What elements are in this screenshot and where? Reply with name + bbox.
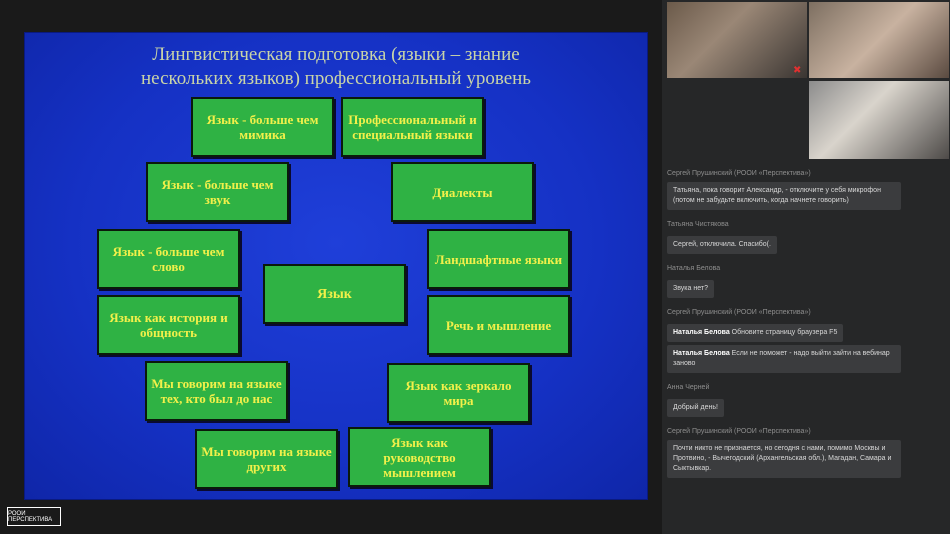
chat-author: Сергей Прушинский (РООИ «Перспектива») xyxy=(667,309,811,316)
reply-text: Если не поможет - надо выйти зайти на ве… xyxy=(673,350,890,367)
video-tile-3[interactable] xyxy=(809,81,949,159)
slide: Лингвистическая подготовка (языки – знан… xyxy=(24,32,648,500)
presentation-area: Лингвистическая подготовка (языки – знан… xyxy=(7,32,648,526)
slide-box-ancestors: Мы говорим на языке тех, кто был до нас xyxy=(145,361,288,421)
slide-box-landscape: Ландшафтные языки xyxy=(427,229,570,289)
chat-message: Сергей, отключила. Спасибо(. xyxy=(667,236,777,254)
chat-author: Анна Черней xyxy=(667,384,710,391)
slide-box-guide: Язык как руководство мышлением xyxy=(348,427,491,487)
slide-box-language: Язык xyxy=(263,264,406,324)
chat-author: Наталья Белова xyxy=(667,265,721,272)
mic-muted-icon: ✖ xyxy=(793,65,802,76)
slide-box-professional: Профессиональный и специальный языки xyxy=(341,97,484,157)
chat-message: Почти никто не признается, но сегодня с … xyxy=(667,440,901,478)
slide-box-mimic: Язык - больше чем мимика xyxy=(191,97,334,157)
slide-title: Лингвистическая подготовка (языки – знан… xyxy=(25,43,647,91)
reply-mention: Наталья Белова xyxy=(673,329,730,336)
chat-panel: Сергей Прушинский (РООИ «Перспектива») Т… xyxy=(667,162,947,481)
chat-author: Татьяна Чистякова xyxy=(667,221,729,228)
video-tile-1[interactable] xyxy=(667,2,807,78)
chat-message-reply: Наталья Белова Если не поможет - надо вы… xyxy=(667,345,901,373)
video-tile-2[interactable] xyxy=(809,2,949,78)
slide-box-others: Мы говорим на языке других xyxy=(195,429,338,489)
slide-box-dialects: Диалекты xyxy=(391,162,534,222)
slide-box-speech: Речь и мышление xyxy=(427,295,570,355)
chat-message: Звука нет? xyxy=(667,280,714,298)
reply-text: Обновите страницу браузера F5 xyxy=(731,329,838,336)
chat-message: Татьяна, пока говорит Александр, - отклю… xyxy=(667,182,901,210)
chat-message: Добрый день! xyxy=(667,399,724,417)
slide-box-sound: Язык - больше чем звук xyxy=(146,162,289,222)
slide-box-history: Язык как история и общность xyxy=(97,295,240,355)
slide-title-line2: нескольких языков) профессиональный уров… xyxy=(141,68,531,89)
slide-title-line1: Лингвистическая подготовка (языки – знан… xyxy=(152,44,520,65)
logo: РООИ ПЕРСПЕКТИВА xyxy=(7,507,61,526)
chat-author: Сергей Прушинский (РООИ «Перспектива») xyxy=(667,170,811,177)
slide-box-word: Язык - больше чем слово xyxy=(97,229,240,289)
chat-message-reply: Наталья Белова Обновите страницу браузер… xyxy=(667,324,844,342)
slide-box-mirror: Язык как зеркало мира xyxy=(387,363,530,423)
chat-author: Сергей Прушинский (РООИ «Перспектива») xyxy=(667,428,811,435)
reply-mention: Наталья Белова xyxy=(673,350,730,357)
